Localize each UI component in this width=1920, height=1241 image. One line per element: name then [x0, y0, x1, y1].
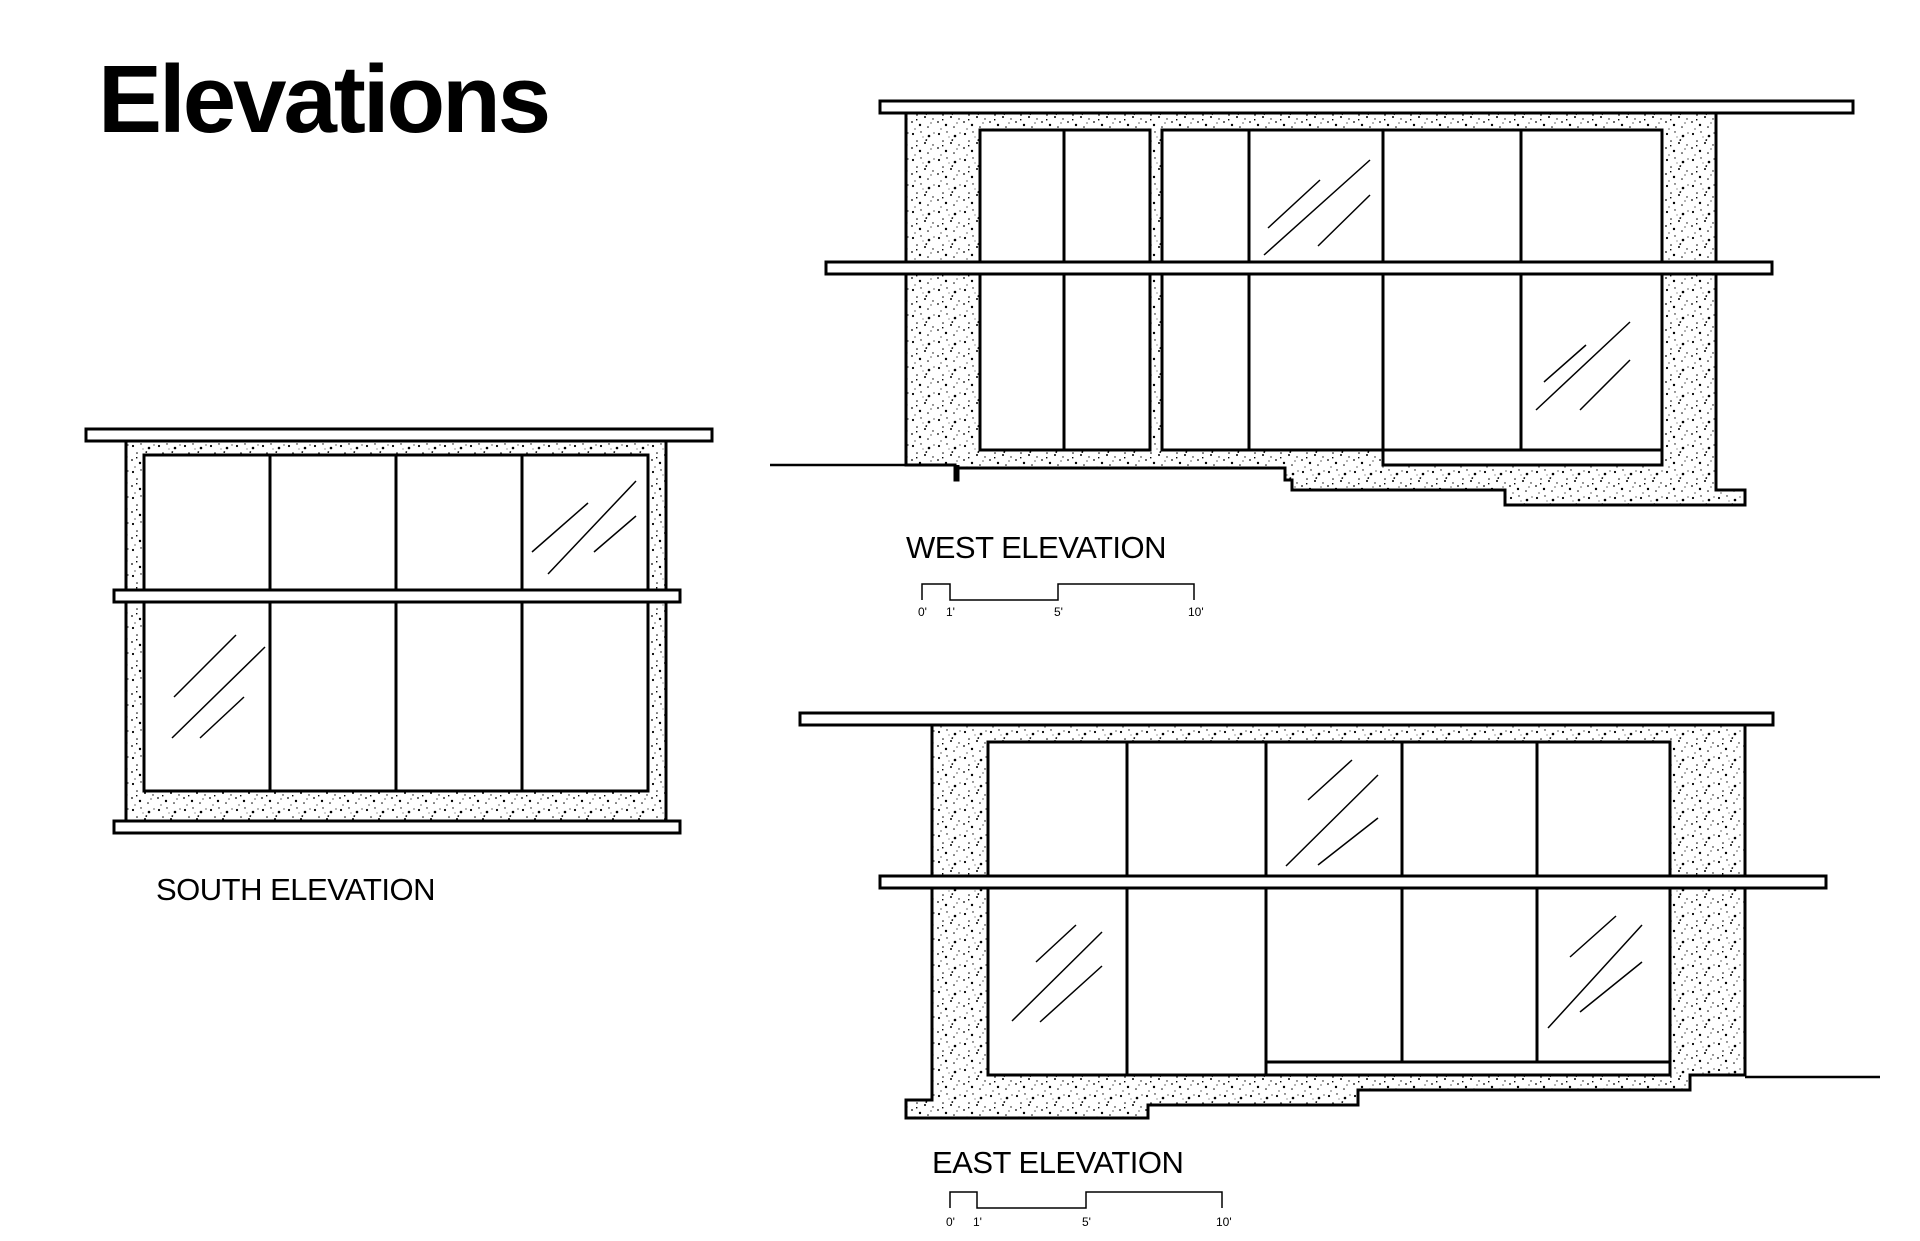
east-scale-ticks: 0' 1' 5' 10': [946, 1215, 1232, 1229]
west-balcony-slab: [824, 260, 1774, 276]
west-scale-tick-10: 10': [1188, 605, 1204, 619]
west-elevation: [770, 99, 1855, 601]
west-glazing-right: [1160, 128, 1664, 452]
east-scale-tick-0: 0': [946, 1215, 955, 1229]
west-scale-tick-0: 0': [918, 605, 927, 619]
south-roof-slab: [84, 427, 714, 443]
west-elevation-label: WEST ELEVATION: [906, 530, 1167, 565]
east-elevation: [798, 711, 1880, 1209]
south-elevation: [84, 427, 714, 835]
west-scale-ticks: 0' 1' 5' 10': [918, 605, 1204, 619]
west-scale-bar: [921, 583, 1195, 601]
south-base-slab: [112, 819, 682, 835]
east-scale-tick-5: 5': [1082, 1215, 1091, 1229]
east-glass-reflection: [1011, 759, 1643, 1029]
west-scale-tick-1: 1': [946, 605, 955, 619]
east-glazing: [986, 740, 1672, 1077]
east-scale-bar: [949, 1191, 1223, 1209]
south-balcony-slab: [112, 588, 682, 604]
east-scale-tick-10: 10': [1216, 1215, 1232, 1229]
east-scale-tick-1: 1': [973, 1215, 982, 1229]
east-elevation-label: EAST ELEVATION: [932, 1145, 1184, 1180]
east-roof-slab: [798, 711, 1775, 727]
east-balcony-slab: [878, 874, 1828, 890]
page-title: Elevations: [98, 46, 551, 153]
west-glass-reflection: [1263, 159, 1631, 411]
south-glass-reflection: [171, 480, 637, 739]
west-scale-tick-5: 5': [1054, 605, 1063, 619]
south-elevation-label: SOUTH ELEVATION: [156, 872, 436, 907]
west-roof-slab: [878, 99, 1855, 115]
